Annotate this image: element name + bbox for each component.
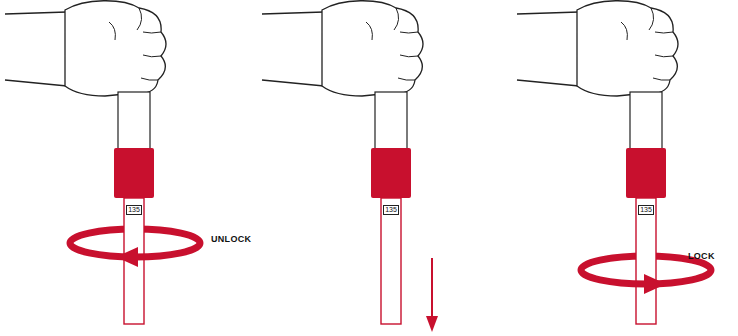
action-label: LOCK: [688, 251, 715, 262]
panel-extend: [262, 1, 438, 332]
action-label: UNLOCK: [211, 234, 251, 245]
panel-lock: [517, 1, 711, 324]
panel-unlock: [5, 1, 200, 324]
pole-marking: 135: [638, 205, 654, 215]
pole-marking: 135: [383, 205, 399, 215]
pole-marking: 135: [126, 205, 142, 215]
